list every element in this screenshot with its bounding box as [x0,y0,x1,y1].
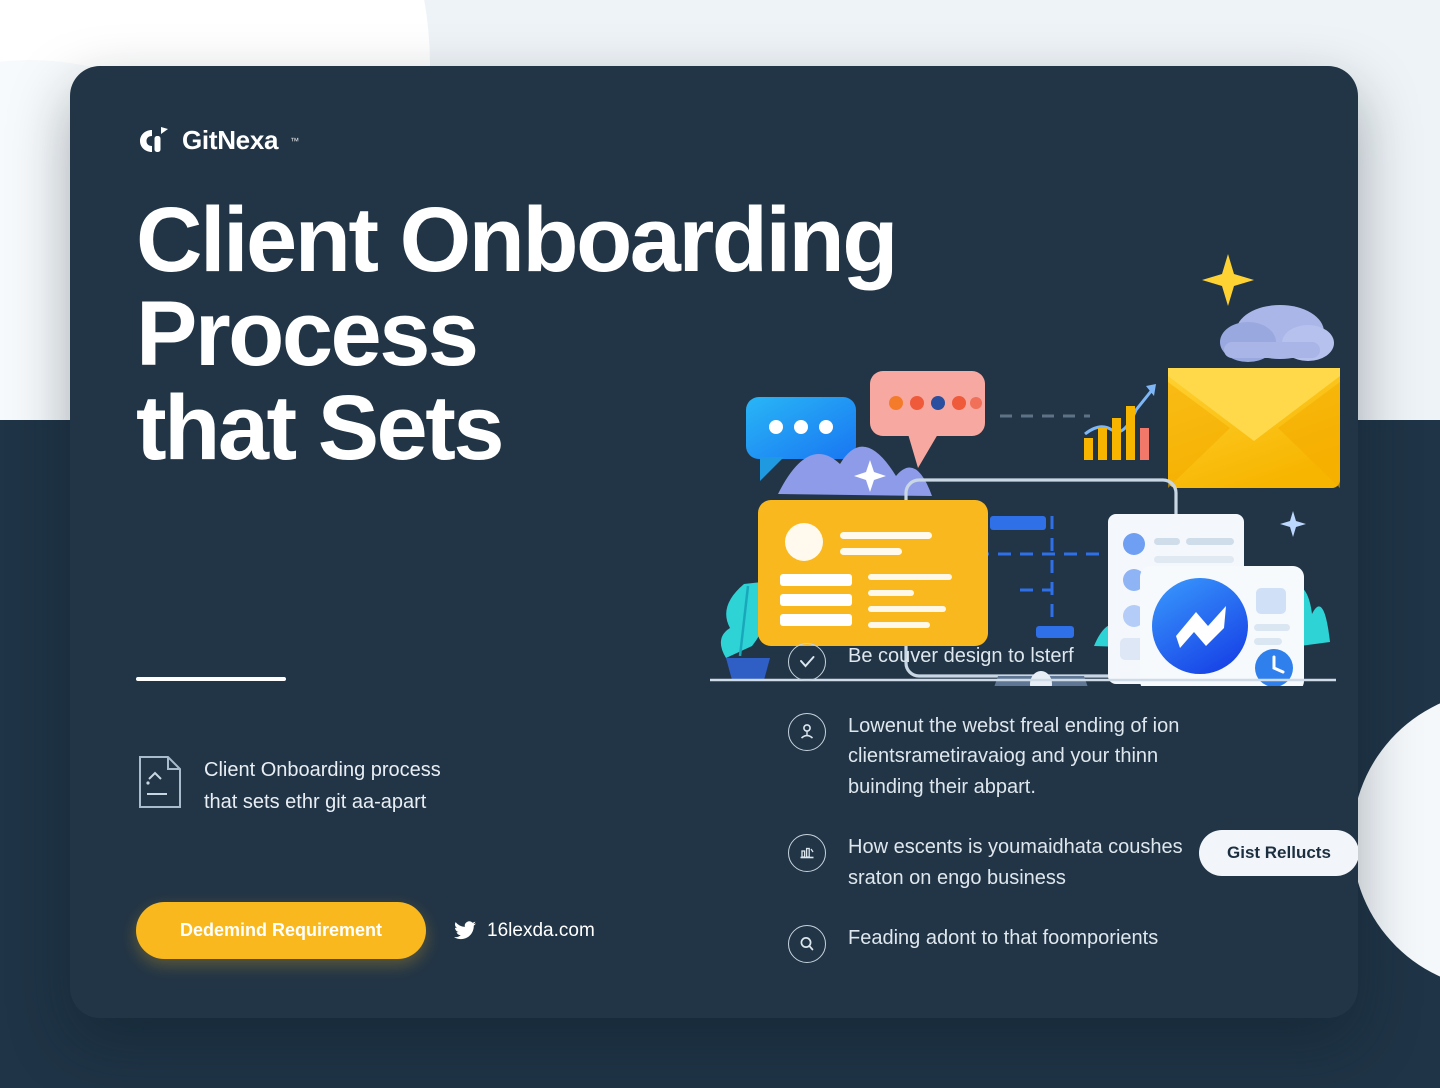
requirement-button[interactable]: Dedemind Requirement [136,902,427,959]
growth-bar-chart-icon [1084,384,1156,460]
chart-circle-icon [788,834,826,873]
page-title: Client Onboarding Process that Sets [136,189,1156,479]
left-feature-block: Client Onboarding process that sets ethr… [136,754,441,818]
sparkle-blue-icon [1280,511,1306,537]
cloud-upload-icon [1220,305,1334,404]
left-feature-line-1: Client Onboarding process [204,759,441,781]
left-feature-text: Client Onboarding process that sets ethr… [204,754,441,818]
section-divider [136,677,286,681]
gitnexa-logo-mark-icon [136,126,170,156]
bullet-text: Be couver design to lsterf [848,645,1074,667]
bullet-text: Lowenut the webst freal ending of ion cl… [848,715,1180,798]
sparkle-yellow-icon [1202,254,1254,306]
list-item: Feading adont to that foomporients [788,923,1308,963]
chat-bubble-blue-icon [746,397,856,481]
main-card: GitNexa ™ Client Onboarding Process that… [70,66,1358,1018]
bullet-text: Feading adont to that foomporients [848,926,1159,949]
document-icon [136,754,184,810]
search-circle-icon [788,924,826,963]
feature-bullet-list: Be couver design to lsterf Lowenut the w… [788,641,1358,993]
twitter-bird-icon [454,920,477,941]
brand-name: GitNexa [182,125,279,155]
headline-line-3: that Sets [136,376,505,479]
list-item: Be couver design to lsterf [788,641,1308,681]
cta-row: Dedemind Requirement 16lexda.com [136,902,595,959]
brand-logo[interactable]: GitNexa ™ [136,125,299,156]
bullet-text: How escents is youmaidhata coushes srato… [848,836,1183,889]
chat-bubble-pink-icon [870,371,985,468]
user-circle-icon [788,713,826,751]
list-item: Lowenut the webst freal ending of ion cl… [788,711,1308,802]
results-badge-button[interactable]: Gist Rellucts [1199,830,1358,877]
messenger-card-icon [1140,566,1304,692]
hero-illustration [700,176,1340,730]
headline-line-2: Process [136,282,479,385]
twitter-handle: 16lexda.com [487,919,595,941]
headline-line-1: Client Onboarding [136,189,898,291]
purple-cloud-shape [778,446,932,496]
plant-leaf-left-icon [720,582,770,680]
mail-envelope-icon [1168,368,1340,488]
list-item: How escents is youmaidhata coushes srato… [788,830,1358,893]
profile-id-card-icon [758,500,988,646]
twitter-link[interactable]: 16lexda.com [454,920,595,942]
brand-trademark: ™ [290,135,300,146]
check-circle-icon [788,643,826,681]
left-feature-line-2: that sets ethr git aa-apart [204,791,427,813]
